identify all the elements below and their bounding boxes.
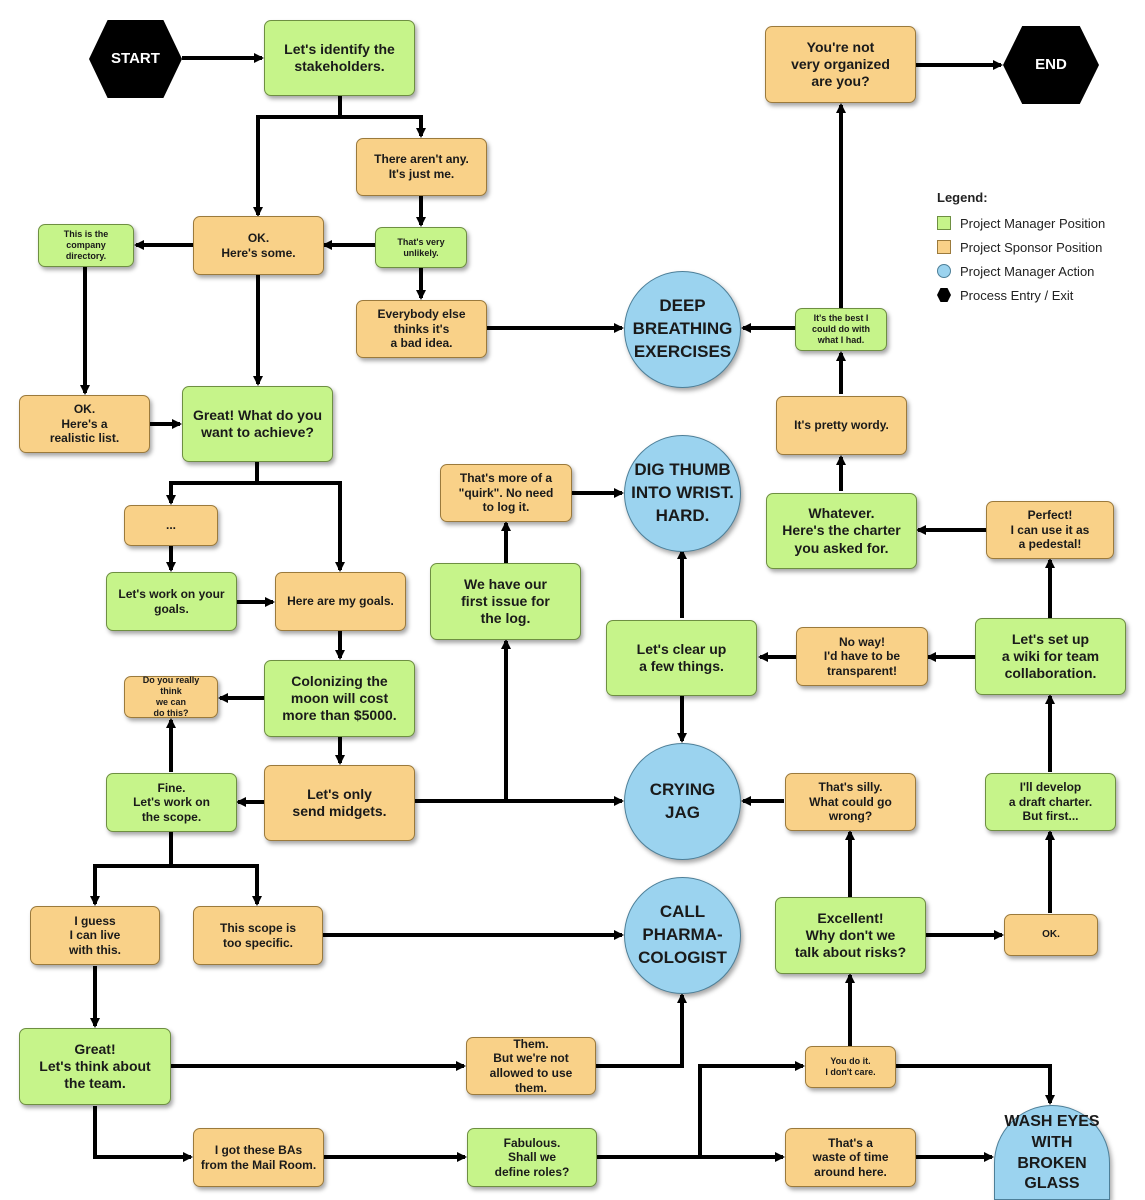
edge-them-pharma bbox=[596, 993, 687, 1068]
legend-label: Project Manager Action bbox=[960, 263, 1095, 279]
work-goals-node: Let's work on your goals. bbox=[106, 572, 237, 631]
fine-scope-node: Fine. Let's work on the scope. bbox=[106, 773, 237, 832]
edge-team-bas bbox=[93, 1106, 193, 1162]
edge-achieve-ellipsis bbox=[166, 481, 257, 505]
ellipsis-node: ... bbox=[124, 505, 218, 546]
edge-fine-i-guess bbox=[90, 864, 171, 906]
legend-item-entry-exit: Process Entry / Exit bbox=[937, 283, 1105, 307]
team-node: Great! Let's think about the team. bbox=[19, 1028, 171, 1105]
legend-swatch-hexagon-icon bbox=[937, 288, 951, 302]
edge-identify-here-some bbox=[253, 115, 340, 217]
them-node: Them. But we're not allowed to use them. bbox=[466, 1037, 596, 1095]
legend-item-manager-action: Project Manager Action bbox=[937, 259, 1105, 283]
no-way-node: No way! I'd have to be transparent! bbox=[796, 627, 928, 686]
wash-eyes-node: WASH EYES WITH BROKEN GLASS bbox=[994, 1105, 1110, 1200]
legend-item-sponsor-position: Project Sponsor Position bbox=[937, 235, 1105, 259]
legend-swatch-orange bbox=[937, 240, 951, 254]
edge-identify-no-stakeholders bbox=[340, 115, 426, 138]
wiki-node: Let's set up a wiki for team collaborati… bbox=[975, 618, 1126, 695]
best-i-could-node: It's the best I could do with what I had… bbox=[795, 308, 887, 351]
company-directory-node: This is the company directory. bbox=[38, 224, 134, 267]
define-roles-node: Fabulous. Shall we define roles? bbox=[467, 1128, 597, 1187]
pretty-wordy-node: It's pretty wordy. bbox=[776, 396, 907, 455]
legend: Legend: Project Manager Position Project… bbox=[937, 190, 1105, 307]
quirk-node: That's more of a "quirk". No need to log… bbox=[440, 464, 572, 522]
legend-swatch-blue-circle bbox=[937, 264, 951, 278]
bas-mailroom-node: I got these BAs from the Mail Room. bbox=[193, 1128, 324, 1187]
identify-stakeholders-node: Let's identify the stakeholders. bbox=[264, 20, 415, 96]
midgets-node: Let's only send midgets. bbox=[264, 765, 415, 841]
very-unlikely-node: That's very unlikely. bbox=[375, 227, 467, 268]
edge-achieve-goals bbox=[257, 481, 345, 572]
call-pharmacologist-node: CALL PHARMA- COLOGIST bbox=[624, 877, 741, 994]
end-node: END bbox=[1003, 26, 1099, 104]
legend-label: Process Entry / Exit bbox=[960, 287, 1074, 303]
first-issue-node: We have our first issue for the log. bbox=[430, 563, 581, 640]
dig-thumb-node: DIG THUMB INTO WRIST. HARD. bbox=[624, 435, 741, 552]
legend-title: Legend: bbox=[937, 190, 988, 205]
deep-breathing-node: DEEP BREATHING EXERCISES bbox=[624, 271, 741, 388]
no-stakeholders-node: There aren't any. It's just me. bbox=[356, 138, 487, 196]
my-goals-node: Here are my goals. bbox=[275, 572, 406, 631]
you-do-it-node: You do it. I don't care. bbox=[805, 1046, 896, 1088]
start-node: START bbox=[89, 20, 182, 98]
waste-time-node: That's a waste of time around here. bbox=[785, 1128, 916, 1187]
whatever-charter-node: Whatever. Here's the charter you asked f… bbox=[766, 493, 917, 569]
edge-fine-too-specific bbox=[171, 864, 262, 906]
thats-silly-node: That's silly. What could go wrong? bbox=[785, 773, 916, 831]
here-some-node: OK. Here's some. bbox=[193, 216, 324, 275]
clear-up-node: Let's clear up a few things. bbox=[606, 620, 757, 696]
not-organized-node: You're not very organized are you? bbox=[765, 26, 916, 103]
really-think-node: Do you really think we can do this? bbox=[124, 675, 218, 718]
bad-idea-node: Everybody else thinks it's a bad idea. bbox=[356, 300, 487, 358]
legend-label: Project Sponsor Position bbox=[960, 239, 1103, 255]
i-guess-node: I guess I can live with this. bbox=[30, 906, 160, 965]
pedestal-node: Perfect! I can use it as a pedestal! bbox=[986, 501, 1114, 559]
ok-small-node: OK. bbox=[1004, 914, 1098, 956]
moon-node: Colonizing the moon will cost more than … bbox=[264, 660, 415, 737]
what-achieve-node: Great! What do you want to achieve? bbox=[182, 386, 333, 462]
legend-label: Project Manager Position bbox=[960, 215, 1106, 231]
crying-jag-node: CRYING JAG bbox=[624, 743, 741, 860]
legend-item-manager-position: Project Manager Position bbox=[937, 211, 1105, 235]
realistic-list-node: OK. Here's a realistic list. bbox=[19, 395, 150, 453]
draft-charter-node: I'll develop a draft charter. But first.… bbox=[985, 773, 1116, 831]
excellent-risks-node: Excellent! Why don't we talk about risks… bbox=[775, 897, 926, 974]
edge-you-do-it-wash bbox=[896, 1064, 1055, 1105]
legend-swatch-green bbox=[937, 216, 951, 230]
too-specific-node: This scope is too specific. bbox=[193, 906, 323, 965]
edge-roles-you-do-it bbox=[698, 1061, 805, 1157]
